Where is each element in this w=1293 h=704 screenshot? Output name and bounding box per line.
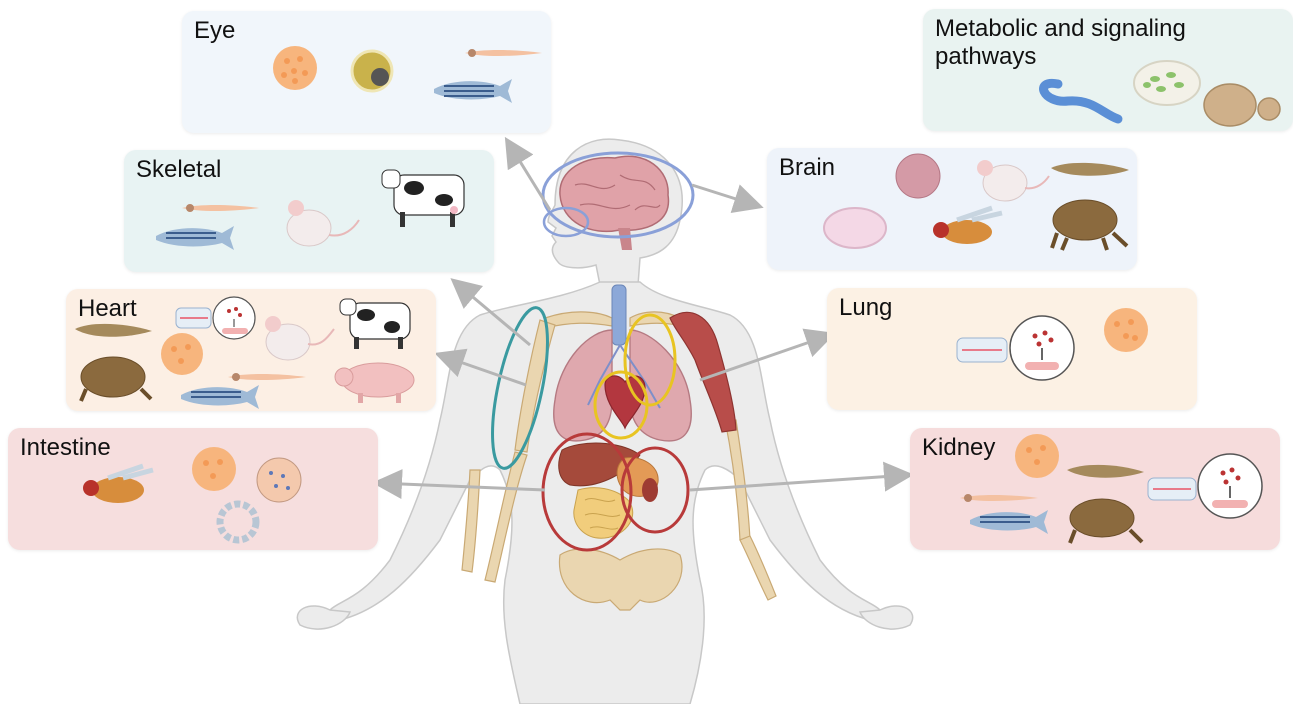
tadpole-icon: [1067, 465, 1144, 478]
organoid-icon: [1015, 434, 1059, 478]
brain-icon: [560, 156, 669, 231]
trachea-icon: [612, 285, 626, 345]
intestinal-crypt-icon: [220, 504, 256, 540]
tadpole-icon: [75, 324, 152, 337]
kidney-icon: [642, 478, 658, 502]
organ-chip-icon: [176, 297, 255, 339]
zebrafish-icon: [181, 385, 259, 409]
metabolic-panel: Metabolic and signaling pathways: [923, 9, 1293, 131]
frog-icon: [1070, 499, 1142, 543]
pig-icon: [335, 363, 414, 403]
fruit-fly-icon: [83, 466, 153, 503]
intestine-panel: Intestine: [8, 428, 378, 550]
nematode-icon: [1044, 83, 1118, 119]
organoid-icon: [273, 46, 317, 90]
frog-icon: [1052, 200, 1127, 250]
cow-icon: [340, 299, 410, 349]
embryo-icon: [352, 51, 392, 91]
zebrafish-icon: [434, 79, 512, 103]
mouse-icon: [977, 160, 1049, 201]
zebrafish-icon: [970, 510, 1048, 534]
tadpole-icon: [1051, 163, 1129, 176]
heart-panel: Heart: [66, 289, 436, 411]
lung-panel: Lung: [827, 288, 1197, 410]
zebrafish-larva-icon: [465, 49, 542, 57]
cow-icon: [382, 170, 464, 227]
zebrafish-larva-icon: [960, 494, 1038, 502]
frog-icon: [81, 357, 151, 401]
petri-dish-icon: [1134, 61, 1200, 105]
organoid-icon: [896, 154, 940, 198]
kidney-panel: Kidney: [910, 428, 1280, 550]
zebrafish-icon: [156, 226, 234, 250]
eye-panel: Eye: [182, 11, 551, 133]
yeast-icon: [1204, 84, 1280, 126]
zebrafish-larva-icon: [182, 204, 259, 212]
skeletal-panel: Skeletal: [124, 150, 494, 272]
zebrafish-larva-icon: [228, 373, 306, 381]
organoid-icon: [161, 333, 203, 375]
organ-chip-icon: [1148, 454, 1262, 518]
mouse-icon: [287, 200, 359, 246]
brain-panel: Brain: [767, 148, 1137, 270]
organoid-icon: [192, 447, 236, 491]
petri-dish-icon: [824, 208, 886, 248]
organoid-icon: [257, 458, 301, 502]
fruit-fly-icon: [933, 208, 1002, 244]
organoid-icon: [1104, 308, 1148, 352]
organ-chip-icon: [957, 316, 1074, 380]
mouse-icon: [265, 316, 334, 360]
